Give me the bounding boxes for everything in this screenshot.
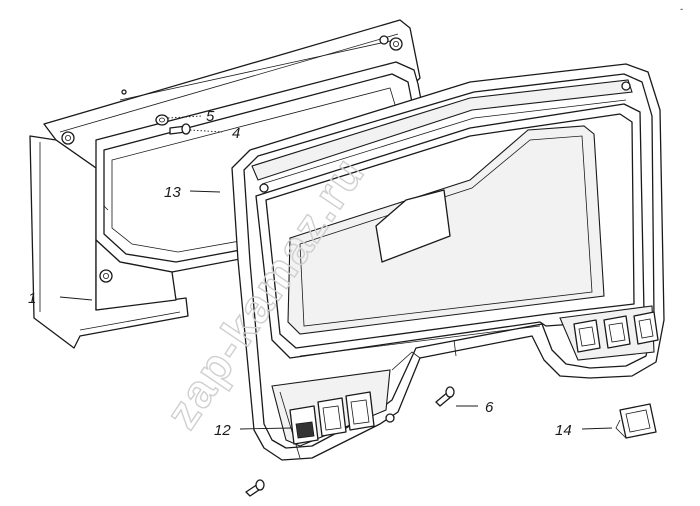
switch-left-3 — [345, 391, 375, 431]
switch-right-1 — [573, 319, 601, 353]
switch-left-1 — [289, 405, 319, 445]
bottom-screw — [245, 479, 265, 497]
leader-12 — [239, 427, 293, 430]
callout-12: 12 — [214, 422, 231, 439]
leader-1 — [59, 296, 93, 301]
callout-5: 5 — [206, 108, 215, 125]
leader-14 — [581, 427, 613, 430]
switch-group-left — [289, 391, 395, 445]
nut-bottom-left — [99, 269, 113, 283]
part-6-screw — [435, 386, 455, 407]
callout-6: 6 — [485, 399, 494, 416]
nut-mid-top — [379, 35, 389, 45]
callout-1: 1 — [28, 290, 36, 307]
part-14-plug — [615, 403, 657, 439]
switch-right-3 — [633, 311, 659, 345]
screw-small-top — [121, 89, 127, 95]
nut-top-left — [61, 131, 75, 145]
callout-13: 13 — [164, 184, 181, 201]
part-4-screw — [169, 123, 191, 135]
part-5-washer — [155, 114, 169, 126]
callout-4: 4 — [232, 125, 240, 142]
nut-top-right — [389, 37, 403, 51]
switch-left-2 — [317, 397, 347, 437]
switch-right-2 — [603, 315, 631, 349]
leader-lines — [59, 115, 613, 430]
callout-14: 14 — [555, 422, 572, 439]
corner-mark: - — [680, 4, 683, 14]
switch-group-right — [573, 311, 659, 353]
instrument-panel-bezel — [231, 63, 665, 461]
callouts: 1 4 5 6 12 13 14 - — [28, 4, 683, 439]
leader-13 — [189, 190, 221, 193]
leader-5 — [167, 115, 203, 119]
